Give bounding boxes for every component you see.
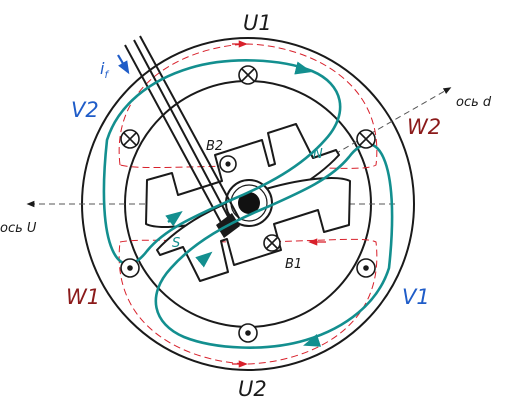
- field-leads: [124, 35, 241, 229]
- label-axis-u: ось U: [0, 221, 37, 236]
- magnetic-flux-paths: [118, 43, 378, 365]
- label-field-current: if: [100, 59, 109, 81]
- field-current-arrow: [117, 54, 130, 75]
- label-v2: V2: [71, 98, 99, 122]
- label-axis-d: ось d: [456, 95, 492, 110]
- label-w2: W2: [407, 115, 441, 139]
- conductor-dot-b2: [219, 155, 237, 173]
- conductor-cross-right: [356, 129, 376, 149]
- conductor-cross-b1: [263, 234, 281, 252]
- shaft-core: [238, 192, 260, 214]
- label-v1: V1: [402, 285, 430, 309]
- label-n: N: [313, 147, 323, 162]
- label-s: S: [172, 236, 180, 251]
- conductor-dot-bottom: [238, 323, 258, 343]
- conductor-cross-top: [238, 65, 258, 85]
- label-b2: B2: [206, 139, 223, 154]
- label-b1: B1: [285, 257, 302, 272]
- winding-arrows: [165, 61, 322, 347]
- conductors-dot: [120, 155, 376, 343]
- conductor-dot-right: [356, 258, 376, 278]
- conductor-dot-left: [120, 258, 140, 278]
- conductor-cross-left: [120, 129, 140, 149]
- label-u2: U2: [238, 377, 267, 401]
- axis-d-line: [247, 87, 452, 205]
- label-w1: W1: [66, 285, 100, 309]
- conductors-cross: [120, 65, 376, 252]
- label-u1: U1: [243, 11, 272, 35]
